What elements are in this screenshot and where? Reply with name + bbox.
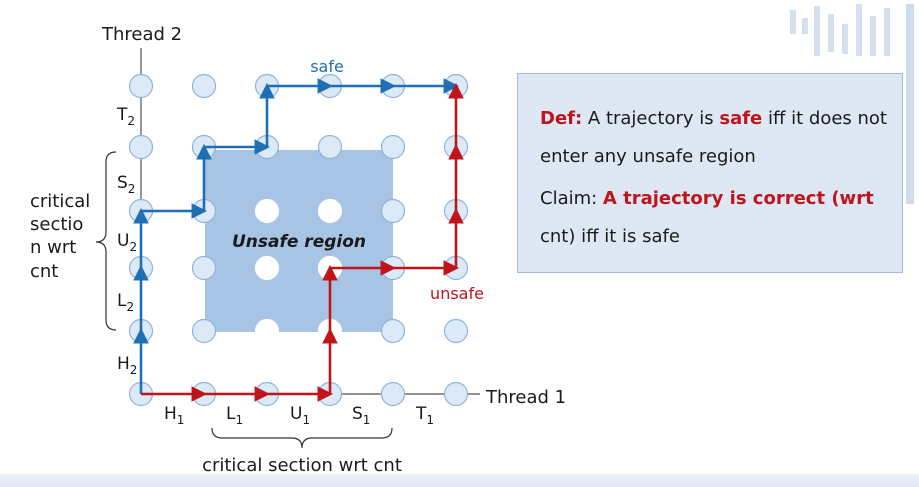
def-prefix: Def: [540, 108, 583, 129]
thread1-instruction-label: S1 [352, 404, 370, 427]
claim-prefix: Claim: [540, 188, 603, 209]
thread1-instruction-label: T1 [415, 404, 434, 427]
grid-node [380, 198, 406, 224]
claim-bold: A trajectory is correct (wrt [602, 188, 874, 209]
grid-node [380, 134, 406, 160]
grid-node [191, 318, 217, 344]
thread1-instruction-labels: H1 L1 U1 S1 T1 [164, 404, 434, 427]
critical-section-label-vertical: critical sectio n wrt cnt [30, 191, 90, 282]
thread2-instruction-label: L2 [117, 291, 134, 314]
slide-bottom-bar [0, 474, 919, 487]
critical-section-brace-horizontal [211, 427, 393, 449]
trajectories [133, 78, 464, 402]
grid-node [128, 134, 154, 160]
thread2-instruction-labels: H2 L2 U2 S2 T2 [116, 105, 137, 377]
grid-node [254, 318, 280, 344]
side-decoration [906, 4, 914, 204]
grid-node [443, 381, 469, 407]
critical-y-line: critical [30, 191, 90, 212]
grid-node [254, 255, 280, 281]
unsafe-region [205, 150, 393, 332]
thread1-instruction-label: U1 [290, 404, 310, 427]
grid-node [317, 134, 343, 160]
thread1-instruction-label: L1 [226, 404, 243, 427]
thread2-instruction-label: U2 [117, 231, 137, 254]
critical-y-line: cnt [30, 261, 58, 282]
safe-label: safe [310, 57, 344, 76]
thread2-instruction-label: S2 [117, 173, 135, 196]
def-text-1: A trajectory is [582, 108, 720, 129]
corner-decoration [790, 4, 890, 56]
grid-node [254, 198, 280, 224]
grid-node [317, 198, 343, 224]
claim-rest: cnt) iff it is safe [540, 226, 680, 247]
unsafe-region-label: Unsafe region [232, 232, 366, 252]
def-safe-word: safe [719, 108, 763, 129]
critical-section-brace-vertical [95, 151, 117, 331]
grid-node [191, 255, 217, 281]
def-text-2: iff it does not enter any unsafe region [540, 108, 887, 167]
thread1-label: Thread 1 [485, 387, 566, 408]
critical-y-line: n wrt [30, 237, 76, 258]
grid-node [380, 318, 406, 344]
unsafe-label: unsafe [430, 284, 484, 303]
claim-line: Claim: A trajectory is correct (wrt cnt)… [540, 180, 888, 256]
def-line: Def: A trajectory is safe iff it does no… [540, 100, 888, 176]
critical-y-line: sectio [30, 214, 83, 235]
grid-node [191, 73, 217, 99]
grid-node [443, 318, 469, 344]
thread1-instruction-label: H1 [164, 404, 184, 427]
grid-node [128, 73, 154, 99]
critical-x-label: critical section wrt cnt [202, 455, 402, 476]
thread2-instruction-label: H2 [117, 354, 137, 377]
definition-box: Def: A trajectory is safe iff it does no… [517, 73, 903, 273]
thread2-instruction-label: T2 [116, 105, 135, 128]
thread2-label: Thread 2 [101, 24, 182, 45]
grid-node [380, 381, 406, 407]
